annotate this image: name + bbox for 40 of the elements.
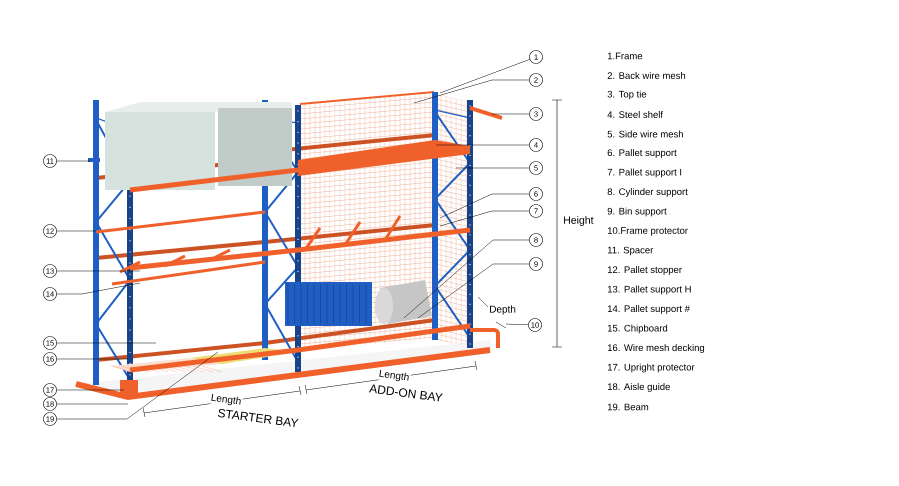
leader-line xyxy=(418,264,530,318)
leader-line xyxy=(404,240,530,318)
leader-line xyxy=(56,352,218,420)
leader-line xyxy=(56,270,140,272)
legend-item: 13. Pallet support H xyxy=(608,286,691,294)
legend-item: 5. Side wire mesh xyxy=(608,130,683,138)
leader-line xyxy=(56,160,90,162)
dimension-label: Depth xyxy=(488,304,517,316)
legend-item: 19. Beam xyxy=(608,404,648,410)
legend-item: 4. Steel shelf xyxy=(607,111,663,118)
legend-item: 2. Back wire mesh xyxy=(608,72,686,79)
legend-item: 9. Bin support xyxy=(608,208,667,216)
leader-line xyxy=(506,324,528,325)
legend-item: 1.Frame xyxy=(608,52,642,60)
leader-line xyxy=(56,358,128,360)
legend-item: 18. Aisle guide xyxy=(608,383,670,392)
leader-line xyxy=(414,80,530,104)
bay-label: ADD-ON BAY xyxy=(368,382,444,404)
leader-line xyxy=(440,59,530,94)
legend-item: 17. Upright protector xyxy=(608,364,695,372)
bay-label: STARTER BAY xyxy=(216,407,300,429)
legend-item: 10.Frame protector xyxy=(608,227,688,236)
legend-item: 8. Cylinder support xyxy=(608,188,688,197)
legend-item: 7. Pallet support I xyxy=(608,168,682,178)
legend-item: 15. Chipboard xyxy=(608,324,668,334)
legend-item: 11. Spacer xyxy=(608,246,654,256)
legend-item: 14. Pallet support # xyxy=(608,305,690,314)
dimension-label: Length xyxy=(209,392,243,408)
leader-line xyxy=(440,210,530,226)
dimension-label: Length xyxy=(377,368,411,384)
legend-item: 12. Pallet stopper xyxy=(608,266,682,275)
legend-item: 3. Top tie xyxy=(608,90,646,100)
legend-item: 6. Pallet support xyxy=(608,149,677,158)
leader-line xyxy=(56,282,140,294)
leader-line xyxy=(440,194,530,218)
dimension-label: Height xyxy=(562,215,595,227)
leader-line xyxy=(56,342,156,344)
leader-line xyxy=(436,144,530,146)
leader-line xyxy=(56,230,96,232)
legend-item: 16. Wire mesh decking xyxy=(608,344,704,353)
